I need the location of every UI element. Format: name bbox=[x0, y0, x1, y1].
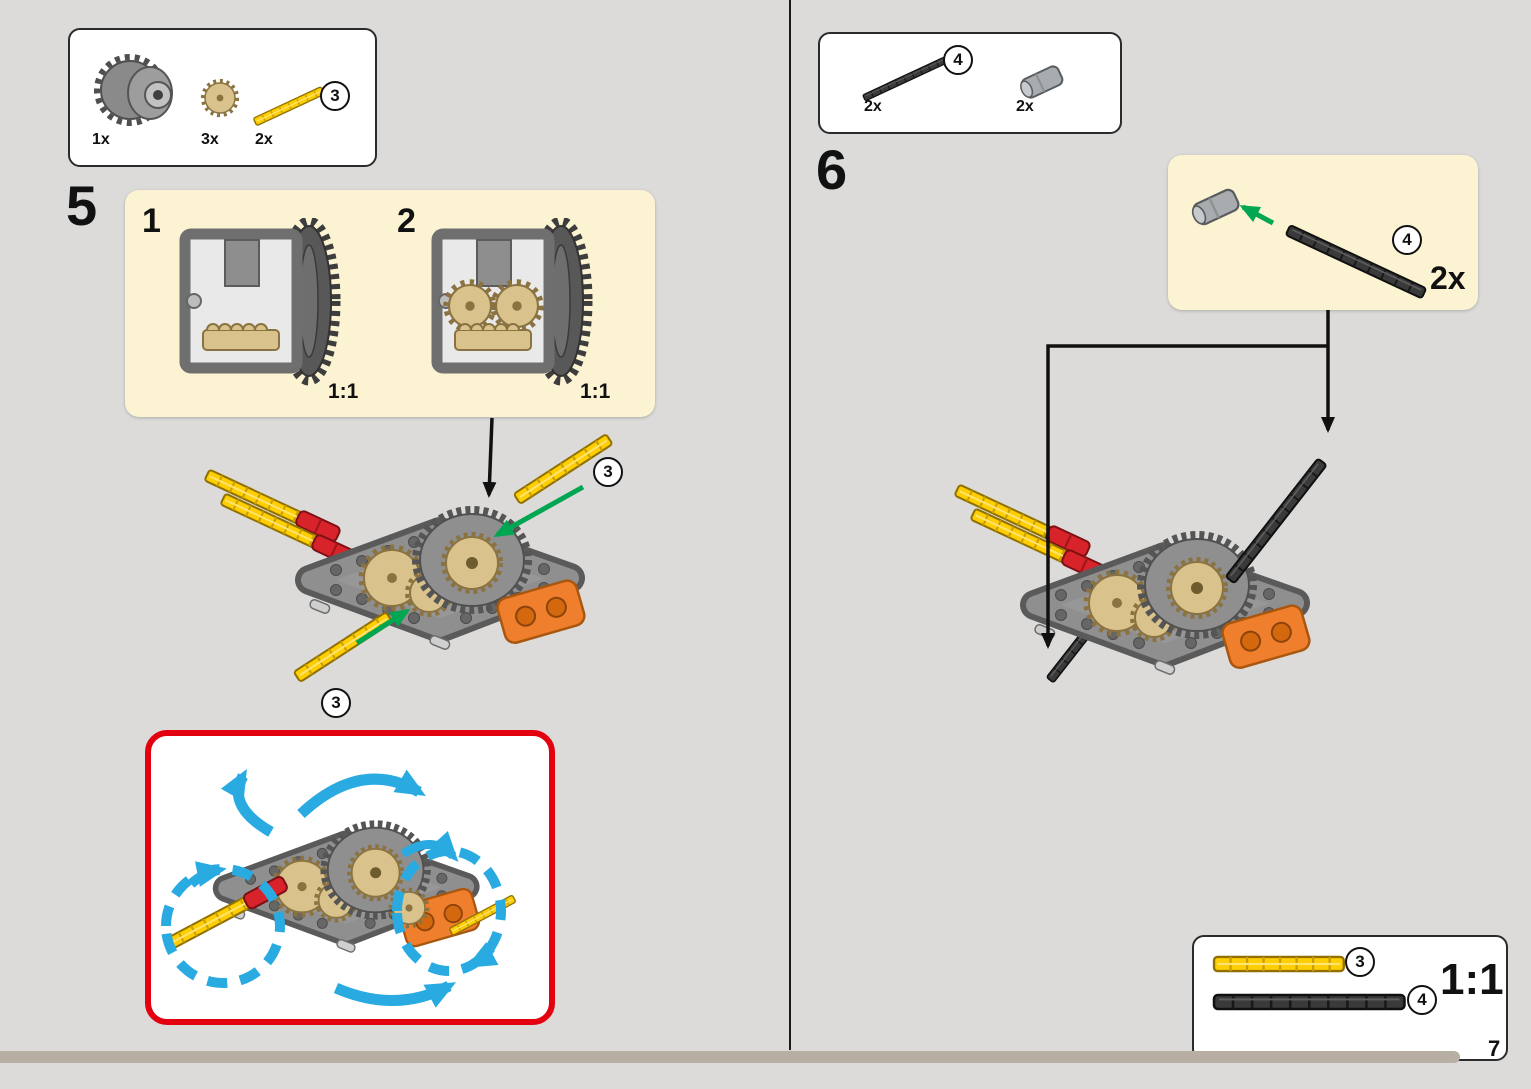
callout-count: 2x bbox=[1430, 260, 1466, 296]
step6-number: 6 bbox=[816, 138, 848, 201]
substep-2-illustration bbox=[431, 218, 593, 386]
part-badge-4: 4 bbox=[943, 45, 973, 75]
badge-digit: 3 bbox=[331, 693, 341, 712]
step5-number: 5 bbox=[66, 174, 98, 237]
green-insert-arrow bbox=[493, 484, 585, 538]
black-axle-icon bbox=[862, 56, 948, 102]
black-axle-icon bbox=[1212, 993, 1406, 1011]
step6-assembly-illustration bbox=[953, 457, 1328, 740]
black-axle-icon bbox=[1224, 457, 1328, 585]
rotation-check-box bbox=[145, 730, 555, 1025]
part-count: 3x bbox=[201, 131, 219, 148]
yellow-axle-icon bbox=[292, 611, 394, 684]
step6-parts-box bbox=[818, 32, 1122, 134]
assembly-badge-3: 3 bbox=[321, 688, 351, 718]
badge-digit: 4 bbox=[953, 50, 963, 69]
assembly-badge-3: 3 bbox=[593, 457, 623, 487]
scale-label-1-1: 1:1 bbox=[1440, 955, 1504, 1004]
substep-2-scale: 1:1 bbox=[580, 380, 611, 403]
differential-gear-casing-icon bbox=[94, 54, 173, 126]
step6-callout-illustration bbox=[1188, 186, 1428, 300]
callout-badge-4: 4 bbox=[1392, 225, 1422, 255]
part-count: 2x bbox=[255, 131, 273, 148]
progress-bar bbox=[0, 1051, 1460, 1063]
badge-digit: 4 bbox=[1402, 230, 1412, 249]
green-insert-arrow bbox=[355, 608, 411, 646]
badge-digit: 4 bbox=[1417, 990, 1427, 1009]
step5-parts-icons bbox=[94, 54, 326, 127]
step5-callout: 1 2 1:1 1:1 bbox=[125, 190, 655, 417]
step6-parts-icons bbox=[862, 56, 1066, 102]
yellow-axle-icon bbox=[252, 86, 326, 127]
part-badge-3: 3 bbox=[320, 81, 350, 111]
scale-badge-3: 3 bbox=[1345, 947, 1375, 977]
substep-1-label: 1 bbox=[142, 202, 161, 240]
page-number: 7 bbox=[1488, 1036, 1501, 1061]
yellow-axle-icon bbox=[1212, 955, 1345, 973]
substep-1-scale: 1:1 bbox=[328, 380, 359, 403]
scale-badge-4: 4 bbox=[1407, 985, 1437, 1015]
step6-callout bbox=[1168, 155, 1478, 310]
rotation-diagram bbox=[161, 769, 517, 1008]
substep-2-label: 2 bbox=[397, 202, 416, 240]
rotation-arrows bbox=[161, 769, 507, 1008]
badge-digit: 3 bbox=[1355, 952, 1365, 971]
part-count: 1x bbox=[92, 131, 110, 148]
bevel-gear-icon bbox=[200, 78, 240, 118]
column-divider bbox=[789, 0, 791, 1050]
substep-1-illustration bbox=[179, 218, 341, 386]
step5-assembly-illustration bbox=[203, 433, 614, 684]
part-count: 2x bbox=[1016, 98, 1034, 115]
green-insert-arrow bbox=[1239, 204, 1275, 226]
gray-axle-connector-icon bbox=[1016, 63, 1066, 102]
part-count: 2x bbox=[864, 98, 882, 115]
badge-digit: 3 bbox=[330, 86, 340, 105]
gray-axle-connector-icon bbox=[1188, 186, 1242, 229]
gearbox-frame-icon bbox=[309, 510, 587, 650]
badge-digit: 3 bbox=[603, 462, 613, 481]
